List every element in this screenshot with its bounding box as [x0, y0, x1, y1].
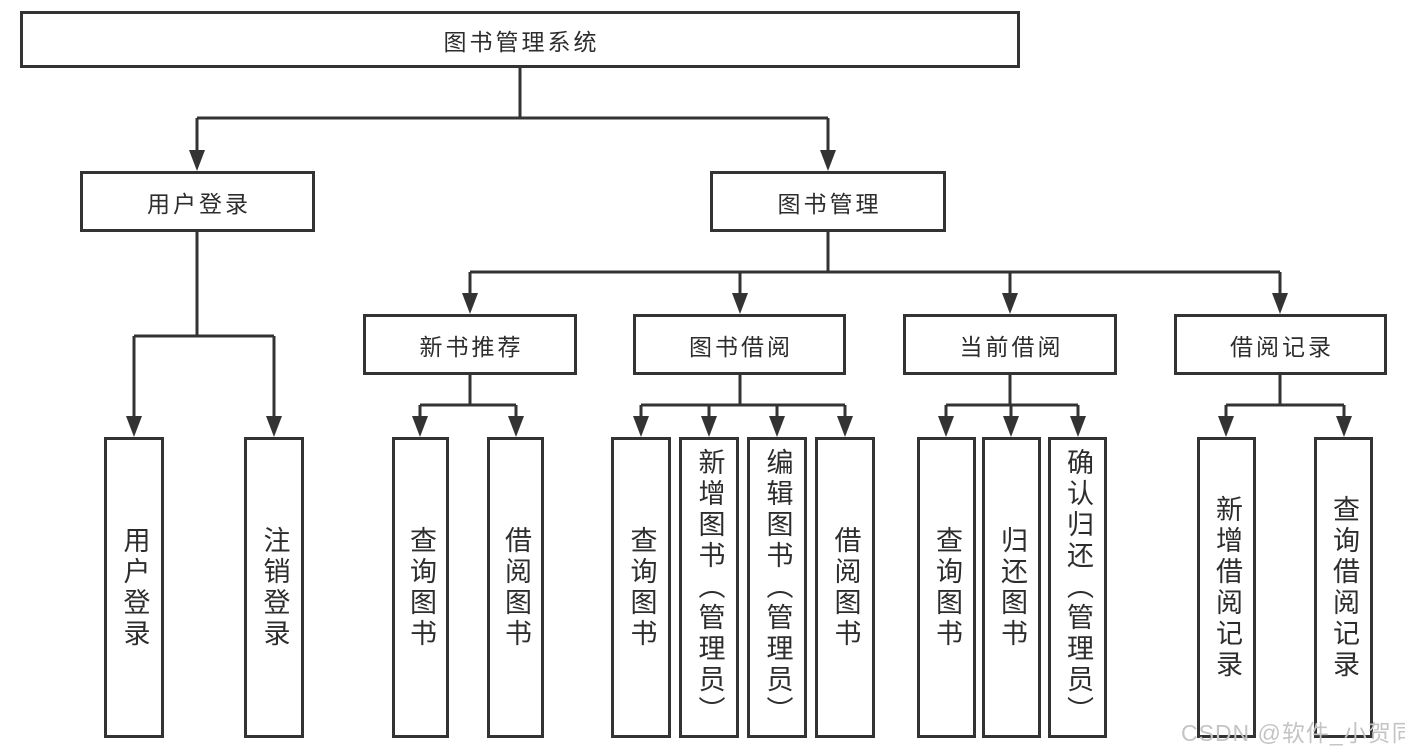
node-book-borrow: 图书借阅	[633, 314, 846, 375]
node-label: 查询借阅记录	[1329, 494, 1360, 681]
node-label: 确认归还（管理员）	[1063, 448, 1094, 727]
watermark: CSDN @软件_小贺同学	[1181, 720, 1405, 746]
node-leaf-borrow-books-recommend: 借阅图书	[487, 437, 544, 738]
node-label: 编辑图书（管理员）	[762, 448, 793, 727]
node-leaf-query-books-current: 查询图书	[917, 437, 976, 738]
node-label: 图书管理	[777, 190, 882, 217]
node-label: 注销登录	[259, 525, 290, 650]
connector-current-borrow-children	[938, 375, 1086, 437]
node-leaf-borrow-books: 借阅图书	[815, 437, 875, 738]
node-label: 用户登录	[147, 190, 251, 217]
node-label: 图书借阅	[689, 333, 793, 360]
node-label: 归还图书	[997, 525, 1028, 650]
node-leaf-confirm-return-admin: 确认归还（管理员）	[1048, 437, 1107, 738]
connector-borrow-records-children	[1218, 375, 1352, 437]
node-leaf-add-borrow-record: 新增借阅记录	[1197, 437, 1256, 738]
node-label: 借阅记录	[1230, 333, 1334, 360]
connector-book-management-children	[462, 232, 1288, 314]
node-label: 借阅图书	[501, 525, 532, 650]
node-user-login: 用户登录	[80, 171, 315, 232]
node-label: 查询图书	[932, 525, 963, 650]
node-leaf-logout: 注销登录	[244, 437, 304, 738]
connector-book-borrow-children	[633, 375, 853, 437]
connector-user-login-children	[126, 232, 282, 437]
node-label: 当前借阅	[959, 333, 1064, 360]
node-leaf-query-books-recommend: 查询图书	[392, 437, 449, 738]
node-label: 查询图书	[626, 525, 657, 650]
node-leaf-query-borrow-record: 查询借阅记录	[1314, 437, 1373, 738]
node-label: 图书管理系统	[443, 28, 600, 55]
node-label: 借阅图书	[830, 525, 861, 650]
node-label: 新书推荐	[419, 333, 524, 360]
node-borrow-records: 借阅记录	[1174, 314, 1387, 375]
node-leaf-user-login: 用户登录	[104, 437, 164, 738]
node-leaf-add-books-admin: 新增图书（管理员）	[679, 437, 739, 738]
node-root-system: 图书管理系统	[20, 11, 1020, 68]
node-label: 用户登录	[119, 525, 150, 650]
node-leaf-return-books: 归还图书	[982, 437, 1041, 738]
node-leaf-edit-books-admin: 编辑图书（管理员）	[747, 437, 807, 738]
connector-root-to-level2	[189, 67, 836, 171]
connector-new-book-recommend-children	[412, 375, 524, 437]
node-book-management: 图书管理	[710, 171, 946, 232]
node-label: 查询图书	[406, 525, 437, 650]
node-current-borrow: 当前借阅	[903, 314, 1117, 375]
node-label: 新增借阅记录	[1212, 494, 1243, 681]
node-label: 新增图书（管理员）	[694, 448, 725, 727]
node-leaf-query-books-borrow: 查询图书	[611, 437, 671, 738]
node-new-book-recommend: 新书推荐	[363, 314, 577, 375]
